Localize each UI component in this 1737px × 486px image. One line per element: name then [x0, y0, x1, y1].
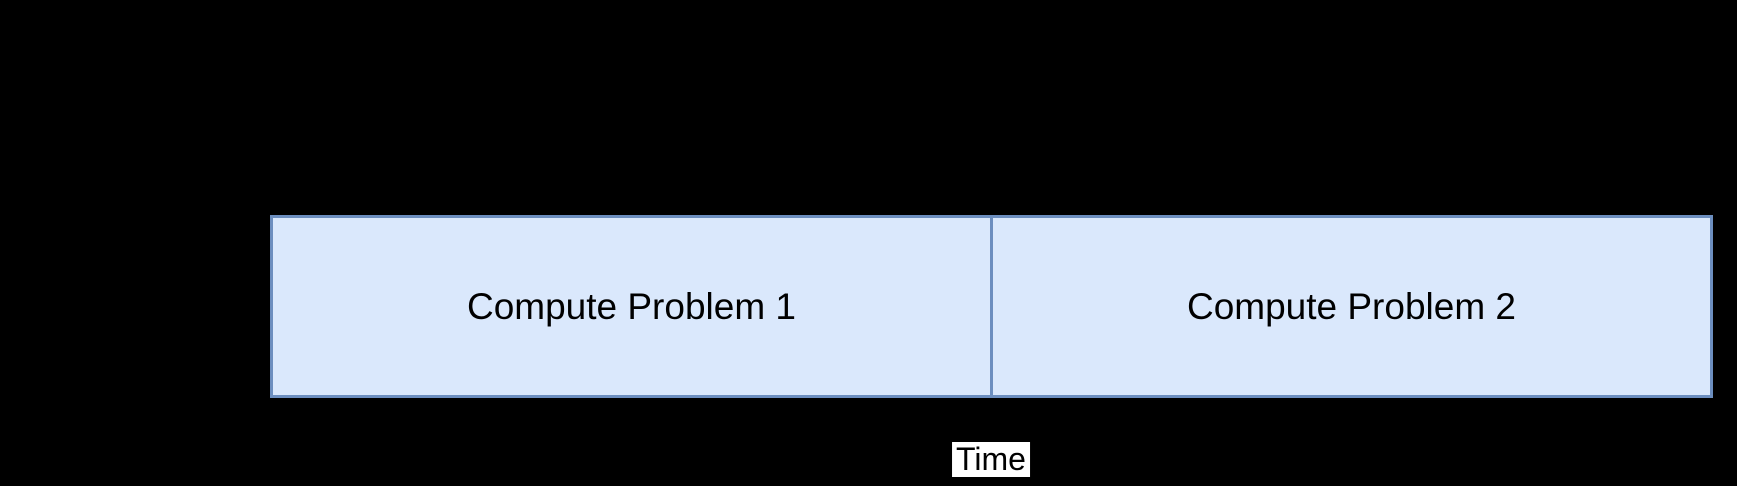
compute-problem-2-label: Compute Problem 2: [1186, 285, 1517, 327]
compute-problem-1-box: Compute Problem 1: [270, 215, 993, 398]
compute-problem-2-box: Compute Problem 2: [990, 215, 1713, 398]
timeline-boxes-row: Compute Problem 1 Compute Problem 2: [270, 215, 1713, 398]
compute-problem-1-label: Compute Problem 1: [466, 285, 797, 327]
time-axis-label: Time: [952, 442, 1030, 477]
